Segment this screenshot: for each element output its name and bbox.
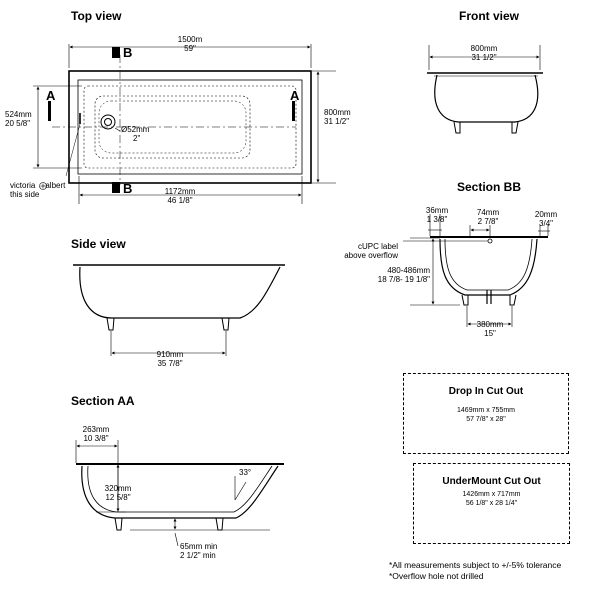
front-view-dimensions — [428, 45, 541, 70]
section-aa-dimensions — [75, 440, 270, 547]
notes: *All measurements subject to +/-5% toler… — [389, 560, 561, 582]
section-a-marker-right: A — [290, 88, 300, 103]
slope-angle: 33° — [239, 468, 252, 477]
section-markers — [48, 47, 295, 193]
top-view-title: Top view — [71, 9, 122, 23]
top-view-dimensions — [33, 44, 336, 204]
top-view-drawing — [52, 55, 312, 185]
side-view-dimensions — [110, 331, 227, 356]
section-aa-title: Section AA — [71, 394, 135, 408]
victoria-albert-logo — [39, 182, 47, 190]
front-view-title: Front view — [459, 9, 520, 23]
section-bb-drawing — [430, 236, 548, 306]
section-b-marker-top: B — [123, 45, 133, 60]
undermount-title: UnderMount Cut Out — [442, 476, 541, 487]
section-bb-dimensions — [403, 214, 550, 327]
side-view-title: Side view — [71, 237, 126, 251]
side-view-drawing — [73, 264, 285, 331]
section-b-marker-bottom: B — [123, 181, 133, 196]
drop-in-title: Drop In Cut Out — [448, 386, 524, 397]
overflow-note: *Overflow hole not drilled — [389, 571, 484, 581]
tolerance-note: *All measurements subject to +/-5% toler… — [389, 560, 562, 570]
section-a-marker-left: A — [46, 88, 56, 103]
front-view-drawing — [427, 72, 543, 134]
section-bb-title: Section BB — [457, 180, 522, 194]
